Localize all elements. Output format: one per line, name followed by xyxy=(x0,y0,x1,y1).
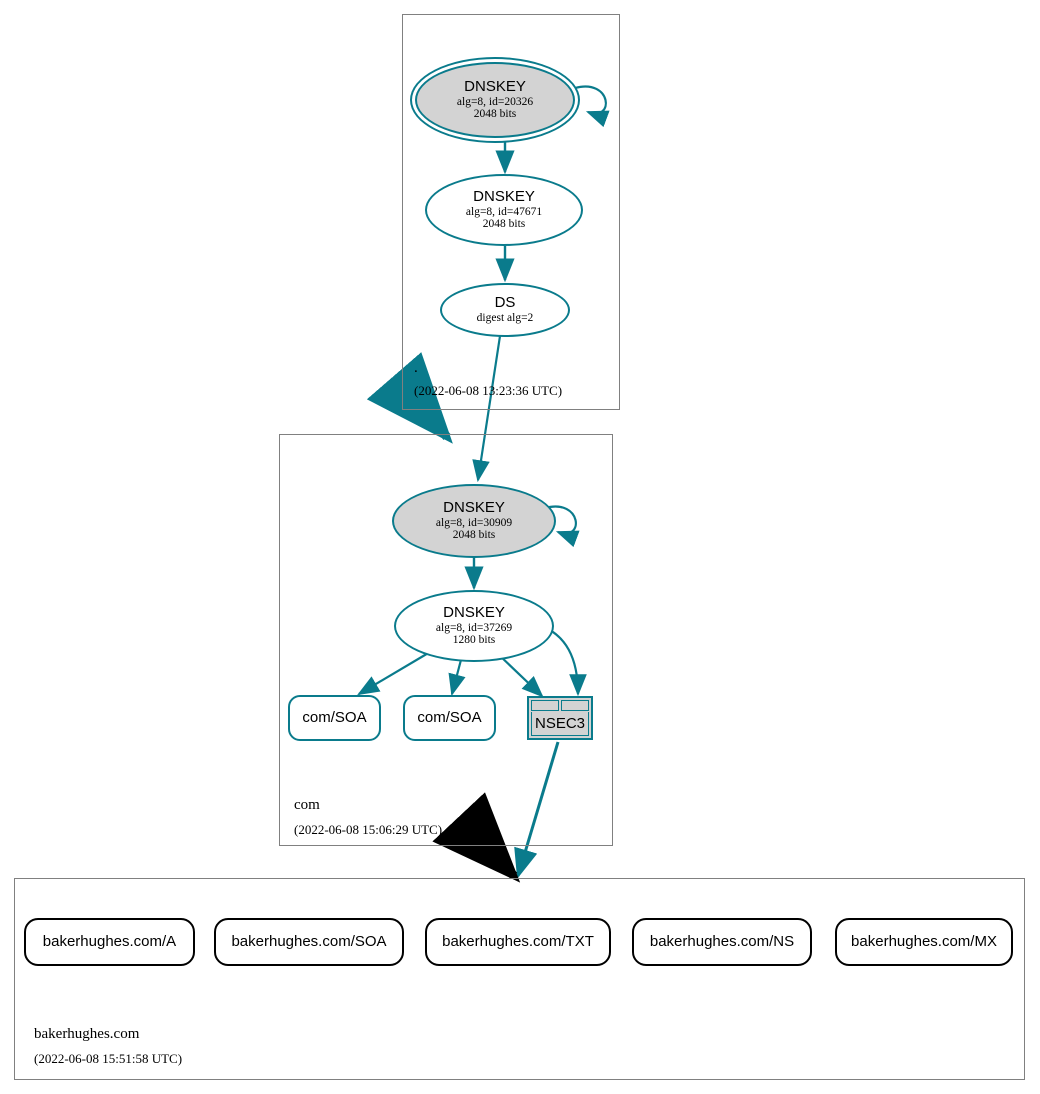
node-bh-a[interactable]: bakerhughes.com/A xyxy=(24,918,195,966)
zone-label-root: . xyxy=(414,360,418,376)
node-subtitle-size: 1280 bits xyxy=(452,634,496,647)
rrset-label: bakerhughes.com/TXT xyxy=(442,932,594,950)
node-subtitle-size: 2048 bits xyxy=(473,108,517,121)
rrset-label: com/SOA xyxy=(302,708,367,726)
node-title: DS xyxy=(494,294,516,312)
node-bh-mx[interactable]: bakerhughes.com/MX xyxy=(835,918,1013,966)
node-com-zsk[interactable]: DNSKEY alg=8, id=37269 1280 bits xyxy=(394,590,554,662)
edge-root-ksk-selfsign xyxy=(574,85,610,128)
rrset-label: bakerhughes.com/NS xyxy=(649,932,795,950)
nsec3-header-row xyxy=(531,700,589,711)
zone-timestamp-root: (2022-06-08 13:23:36 UTC) xyxy=(414,383,563,398)
node-subtitle-alg: alg=8, id=20326 xyxy=(456,95,534,108)
node-title: DNSKEY xyxy=(443,603,505,621)
node-bh-txt[interactable]: bakerhughes.com/TXT xyxy=(425,918,611,966)
node-root-ds[interactable]: DS digest alg=2 xyxy=(440,283,570,337)
zone-timestamp-bakerhughes: (2022-06-08 15:51:58 UTC) xyxy=(34,1051,183,1066)
rrset-label: bakerhughes.com/MX xyxy=(851,932,997,950)
zone-label-bakerhughes: bakerhughes.com xyxy=(34,1026,140,1042)
node-com-ksk[interactable]: DNSKEY alg=8, id=30909 2048 bits xyxy=(392,484,556,558)
node-root-ksk[interactable]: DNSKEY alg=8, id=20326 2048 bits xyxy=(415,62,575,138)
node-com-soa-1[interactable]: com/SOA xyxy=(288,695,381,741)
node-title: DNSKEY xyxy=(464,77,526,95)
node-com-soa-2[interactable]: com/SOA xyxy=(403,695,496,741)
edge-com-zsk-to-soa-2 xyxy=(448,655,466,697)
rrset-label: bakerhughes.com/SOA xyxy=(231,932,387,950)
node-com-nsec3[interactable]: NSEC3 xyxy=(527,696,593,740)
node-bh-soa[interactable]: bakerhughes.com/SOA xyxy=(214,918,404,966)
node-root-zsk[interactable]: DNSKEY alg=8, id=47671 2048 bits xyxy=(425,174,583,246)
zone-label-com: com xyxy=(294,797,320,813)
rrset-label: com/SOA xyxy=(417,708,482,726)
edge-com-ksk-selfsign xyxy=(544,505,580,548)
edge-com-zsk-to-soa-1 xyxy=(357,651,431,696)
node-bh-ns[interactable]: bakerhughes.com/NS xyxy=(632,918,812,966)
nsec3-label: NSEC3 xyxy=(531,712,589,736)
node-subtitle-alg: alg=8, id=30909 xyxy=(435,516,513,529)
node-title: DNSKEY xyxy=(443,498,505,516)
nsec3-cell-left xyxy=(531,700,559,711)
delegation-arrow-root-to-com xyxy=(366,352,453,444)
zone-box-root xyxy=(402,14,620,410)
node-subtitle-alg: alg=8, id=37269 xyxy=(435,621,513,634)
zone-timestamp-com: (2022-06-08 15:06:29 UTC) xyxy=(294,822,443,837)
edge-nsec3-to-bakerhughes xyxy=(514,741,560,879)
rrset-label: bakerhughes.com/A xyxy=(42,932,177,950)
nsec3-cell-right xyxy=(561,700,589,711)
edge-com-zsk-to-nsec3-a xyxy=(497,653,544,698)
node-subtitle-size: 2048 bits xyxy=(452,529,496,542)
node-title: DNSKEY xyxy=(473,187,535,205)
edge-ds-to-com-ksk xyxy=(472,335,502,483)
node-subtitle-digest: digest alg=2 xyxy=(476,311,534,324)
zone-box-bakerhughes xyxy=(14,878,1025,1080)
node-subtitle-size: 2048 bits xyxy=(482,218,526,231)
zone-box-com xyxy=(279,434,613,846)
node-subtitle-alg: alg=8, id=47671 xyxy=(465,205,543,218)
delegation-arrow-com-to-bakerhughes xyxy=(432,792,521,883)
